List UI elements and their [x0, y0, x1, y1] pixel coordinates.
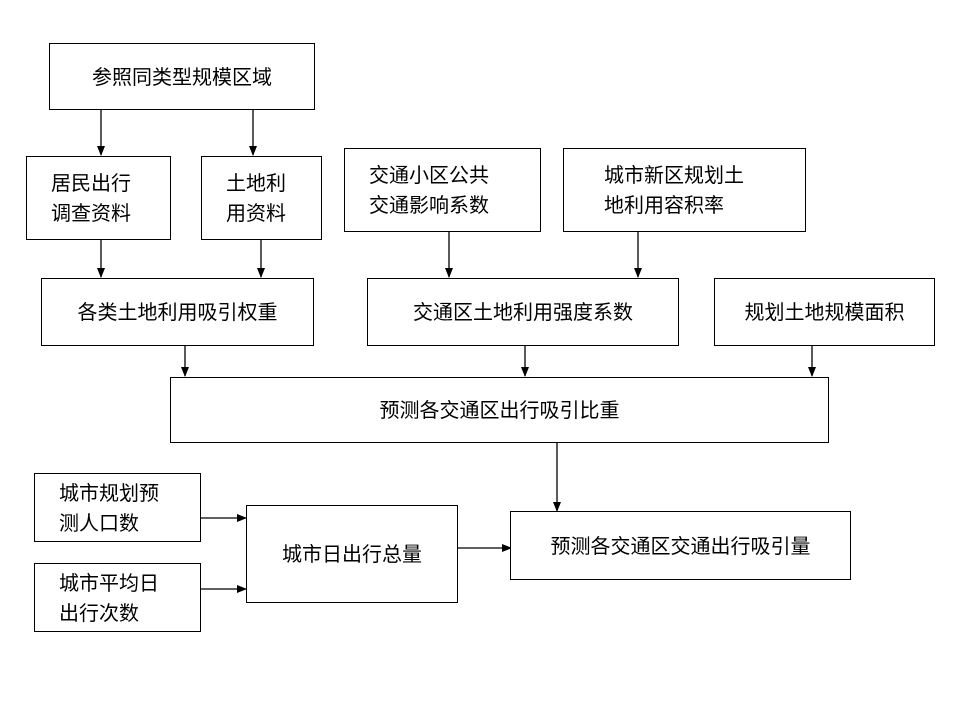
node-avg-daily-trips: 城市平均日 出行次数	[34, 563, 201, 632]
node-daily-total-trips: 城市日出行总量	[246, 505, 458, 603]
node-intensity-coefficient: 交通区土地利用强度系数	[367, 278, 679, 346]
node-land-use-data: 土地利 用资料	[201, 156, 322, 240]
node-public-influence: 交通小区公共 交通影响系数	[344, 148, 541, 232]
node-attraction-volume: 预测各交通区交通出行吸引量	[510, 511, 851, 580]
node-planned-land-area: 规划土地规模面积	[714, 278, 935, 346]
node-resident-survey: 居民出行 调查资料	[26, 156, 171, 240]
node-attraction-ratio: 预测各交通区出行吸引比重	[170, 377, 829, 443]
node-reference-regions: 参照同类型规模区域	[49, 43, 315, 110]
node-planned-population: 城市规划预 测人口数	[34, 473, 201, 542]
node-attraction-weight: 各类土地利用吸引权重	[41, 278, 314, 346]
node-new-district-plan: 城市新区规划土 地利用容积率	[563, 148, 806, 232]
